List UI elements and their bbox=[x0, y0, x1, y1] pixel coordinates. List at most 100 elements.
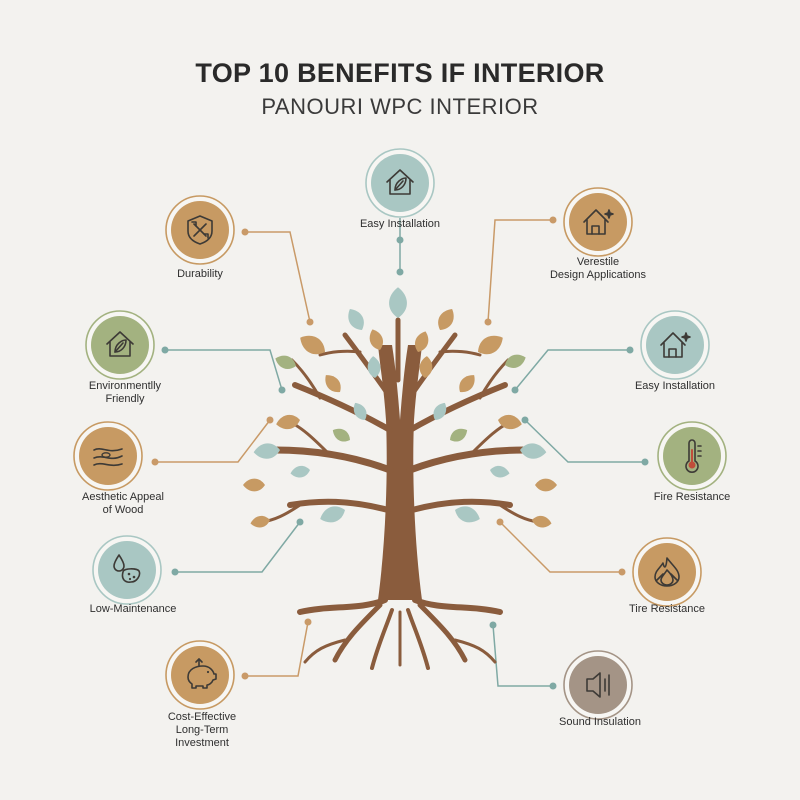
leaf-6 bbox=[275, 355, 296, 369]
connector-dot-top bbox=[396, 268, 404, 276]
benefit-node-l3 bbox=[73, 421, 143, 491]
benefit-label-r4: Tire Resistance bbox=[628, 603, 705, 615]
leaf-20 bbox=[243, 478, 265, 492]
benefit-label-r1: Verestile Design Applications bbox=[549, 256, 646, 281]
benefit-label-l5: Cost-Effective Long-Term Investment bbox=[167, 711, 237, 749]
house-leaf-icon bbox=[386, 169, 414, 195]
leaf-27 bbox=[433, 402, 447, 420]
connector-end-dot-r2 bbox=[626, 346, 634, 354]
connector-dot-l3 bbox=[266, 416, 274, 424]
connector-l1 bbox=[245, 231, 311, 323]
connector-end-dot-r1 bbox=[549, 216, 557, 224]
leaf-19 bbox=[450, 428, 468, 442]
flame-icon bbox=[654, 557, 680, 587]
benefit-node-top bbox=[365, 148, 435, 218]
leaf-2 bbox=[348, 309, 364, 330]
benefit-label-l4: Low-Maintenance bbox=[89, 603, 177, 615]
page-subtitle: PANOURI WPC INTERIOR bbox=[261, 94, 539, 119]
icon-disc bbox=[638, 543, 696, 601]
connector-end-dot-top bbox=[396, 236, 404, 244]
benefit-node-l5 bbox=[165, 640, 235, 710]
tools-shield-icon bbox=[187, 215, 213, 245]
leaf-17 bbox=[419, 356, 433, 378]
leaf-12 bbox=[253, 443, 280, 459]
connector-dot-l1 bbox=[306, 318, 314, 326]
leaf-15 bbox=[459, 375, 475, 393]
tree-leaves bbox=[243, 287, 557, 528]
leaf-10 bbox=[276, 414, 300, 430]
leaf-26 bbox=[353, 402, 367, 420]
icon-disc bbox=[569, 193, 627, 251]
tree-trunk bbox=[378, 345, 422, 600]
wood-grain-icon bbox=[93, 448, 123, 467]
connector-dot-l5 bbox=[304, 618, 312, 626]
icon-disc bbox=[98, 541, 156, 599]
benefit-node-l1 bbox=[165, 195, 235, 265]
leaf-7 bbox=[505, 354, 526, 368]
leaf-1 bbox=[389, 287, 407, 318]
leaf-13 bbox=[520, 443, 547, 459]
icon-disc bbox=[569, 656, 627, 714]
tree-roots bbox=[297, 597, 503, 670]
leaf-28 bbox=[290, 465, 310, 478]
connector-r4 bbox=[499, 521, 622, 573]
leaf-8 bbox=[415, 331, 429, 352]
leaf-9 bbox=[369, 329, 383, 350]
connector-end-dot-r3 bbox=[641, 458, 649, 466]
leaf-21 bbox=[535, 478, 557, 492]
leaf-14 bbox=[325, 375, 341, 393]
benefit-node-l2 bbox=[85, 310, 155, 380]
connector-dot-r2 bbox=[511, 386, 519, 394]
leaf-16 bbox=[367, 356, 381, 378]
connector-end-dot-l1 bbox=[241, 228, 249, 236]
benefit-label-r2: Easy Installation bbox=[634, 380, 716, 392]
connector-dot-r4 bbox=[496, 518, 504, 526]
connector-end-dot-l4 bbox=[171, 568, 179, 576]
benefit-label-l2: Environmentlly Friendly bbox=[88, 380, 162, 405]
connector-end-dot-l2 bbox=[161, 346, 169, 354]
connector-end-dot-l3 bbox=[151, 458, 159, 466]
benefit-node-r3 bbox=[657, 421, 727, 491]
benefit-node-r1 bbox=[563, 187, 633, 257]
connector-r3 bbox=[524, 419, 645, 463]
house-sparkle-icon bbox=[583, 209, 614, 235]
connector-end-dot-r5 bbox=[549, 682, 557, 690]
connector-dot-r3 bbox=[521, 416, 529, 424]
icon-disc bbox=[91, 316, 149, 374]
benefit-node-r4 bbox=[632, 537, 702, 607]
connector-l4 bbox=[175, 521, 301, 573]
piggy-bank-icon bbox=[187, 658, 217, 689]
connector-dot-r1 bbox=[484, 318, 492, 326]
connector-l3 bbox=[155, 419, 271, 463]
leaf-25 bbox=[532, 515, 552, 528]
benefit-node-r5 bbox=[563, 650, 633, 720]
benefit-label-r3: Fire Resistance bbox=[653, 491, 731, 503]
leaf-29 bbox=[490, 465, 510, 478]
thermometer-icon bbox=[685, 439, 702, 473]
tree-illustration bbox=[243, 287, 557, 670]
leaf-4 bbox=[300, 335, 325, 355]
leaf-22 bbox=[320, 506, 345, 523]
icon-disc bbox=[171, 646, 229, 704]
house-sparkle-icon bbox=[660, 332, 691, 358]
house-leaf-icon bbox=[106, 331, 134, 357]
connector-dot-l4 bbox=[296, 518, 304, 526]
connector-end-dot-l5 bbox=[241, 672, 249, 680]
benefit-label-top: Easy Installation bbox=[359, 218, 441, 230]
benefit-node-l4 bbox=[92, 535, 162, 605]
leaf-3 bbox=[438, 309, 454, 330]
speaker-icon bbox=[586, 672, 610, 698]
benefit-label-l3: Aesthetic Appeal of Wood bbox=[82, 491, 164, 516]
tree-branches bbox=[260, 317, 540, 524]
connector-lines bbox=[151, 216, 649, 690]
connector-end-dot-r4 bbox=[618, 568, 626, 576]
page-title: TOP 10 BENEFITS IF INTERIOR bbox=[195, 58, 605, 88]
droplet-sponge-icon bbox=[113, 554, 141, 583]
connector-r5 bbox=[492, 624, 553, 687]
benefit-nodes bbox=[73, 148, 727, 720]
connector-l5 bbox=[245, 621, 309, 677]
leaf-23 bbox=[455, 506, 480, 523]
benefit-label-r5: Sound Insulation bbox=[559, 716, 641, 728]
icon-disc bbox=[646, 316, 704, 374]
